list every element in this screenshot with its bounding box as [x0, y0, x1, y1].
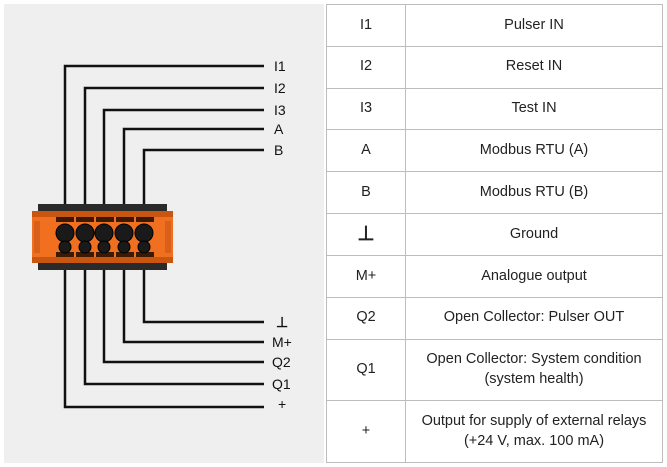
pin-symbol: M+	[326, 254, 406, 298]
pin-symbol: B	[326, 171, 406, 215]
wiring-diagram-svg: I1 I2 I3 A B ⊥ M+ Q2 Q1 +	[32, 58, 292, 412]
pin-description: Output for supply of external relays (+2…	[405, 400, 663, 463]
pin-description: Pulser IN	[405, 4, 663, 47]
pin-symbol: I3	[326, 87, 406, 131]
label-i1: I1	[274, 58, 286, 74]
wire-i2	[83, 86, 264, 207]
wire-a	[122, 127, 264, 207]
wire-i3	[102, 108, 264, 207]
pin-description: Open Collector: System condition (system…	[405, 338, 663, 402]
pin-description: Modbus RTU (A)	[405, 129, 663, 173]
pin-symbol: ⊥	[326, 213, 406, 256]
wire-i1	[63, 64, 264, 207]
wire-ground	[142, 267, 264, 324]
pin-symbol: I2	[326, 45, 406, 89]
pin-description: Analogue output	[405, 254, 663, 298]
table-row: I1 Pulser IN	[326, 4, 663, 47]
table-row: Q1 Open Collector: System condition (sys…	[326, 338, 663, 402]
pin-description: Test IN	[405, 87, 663, 131]
table-row: ⊥ Ground	[326, 213, 663, 256]
table-row: Q2 Open Collector: Pulser OUT	[326, 296, 663, 340]
pin-symbol: A	[326, 129, 406, 173]
pin-symbol: Q2	[326, 296, 406, 340]
connector-diagram: I1 I2 I3 A B ⊥ M+ Q2 Q1 +	[4, 4, 324, 463]
label-b: B	[274, 142, 283, 158]
wire-mplus	[122, 267, 264, 344]
pin-symbol: Q1	[326, 338, 406, 402]
pin-description: Reset IN	[405, 45, 663, 89]
pin-description: Open Collector: Pulser OUT	[405, 296, 663, 340]
pin-description: Modbus RTU (B)	[405, 171, 663, 215]
label-i3: I3	[274, 102, 286, 118]
wire-q1	[83, 267, 264, 386]
wire-q2	[102, 267, 264, 364]
table-row: I3 Test IN	[326, 87, 663, 131]
wire-plus	[63, 267, 264, 409]
label-q2: Q2	[272, 354, 291, 370]
table-row: I2 Reset IN	[326, 45, 663, 89]
pin-symbol: I1	[326, 4, 406, 47]
pin-symbol: +	[326, 400, 406, 463]
top-wires	[63, 64, 264, 207]
label-i2: I2	[274, 80, 286, 96]
wire-b	[142, 148, 264, 207]
terminal-connector	[32, 204, 173, 270]
label-mplus: M+	[272, 334, 292, 350]
label-a: A	[274, 121, 284, 137]
label-plus: +	[278, 396, 286, 412]
table-row: B Modbus RTU (B)	[326, 171, 663, 215]
bottom-wires	[63, 267, 264, 409]
label-q1: Q1	[272, 376, 291, 392]
table-row: M+ Analogue output	[326, 254, 663, 298]
pin-description: Ground	[405, 213, 663, 256]
label-ground: ⊥	[276, 314, 288, 330]
table-row: A Modbus RTU (A)	[326, 129, 663, 173]
table-row: + Output for supply of external relays (…	[326, 400, 663, 463]
pin-assignment-table: I1 Pulser IN I2 Reset IN I3 Test IN A Mo…	[326, 4, 663, 463]
